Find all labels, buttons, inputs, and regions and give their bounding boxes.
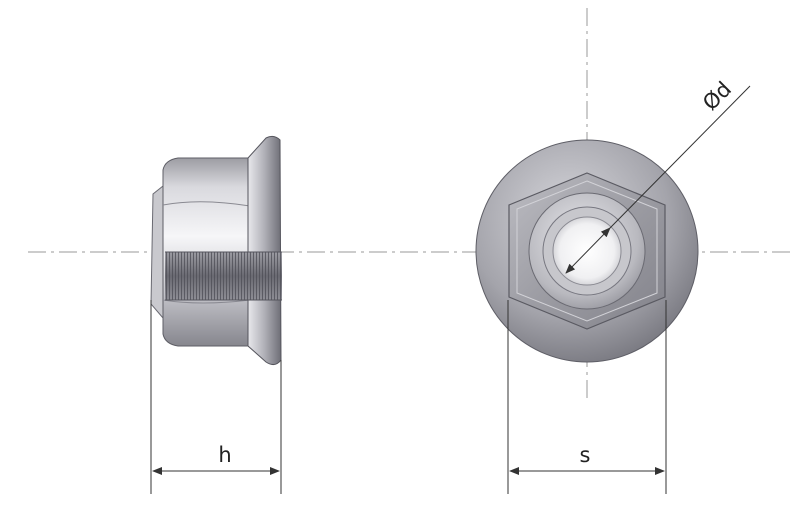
diameter-dimension-line <box>565 227 611 274</box>
side-view-thread-lines <box>165 252 282 300</box>
side-view-chamfer <box>150 184 164 320</box>
dimension-diameter <box>565 85 751 274</box>
side-view-hex-facet-top <box>162 201 251 207</box>
dimension-h <box>150 300 282 494</box>
front-view-hex-chamfer <box>516 180 658 322</box>
side-view-flange <box>247 135 282 366</box>
dimension-s <box>507 300 667 494</box>
diameter-leader-line <box>609 85 751 229</box>
side-view <box>150 135 282 366</box>
h-label: h <box>218 443 231 467</box>
side-view-hex-facet-bottom <box>162 299 251 304</box>
s-label: s <box>580 443 591 467</box>
diameter-label: Ød <box>698 77 736 115</box>
